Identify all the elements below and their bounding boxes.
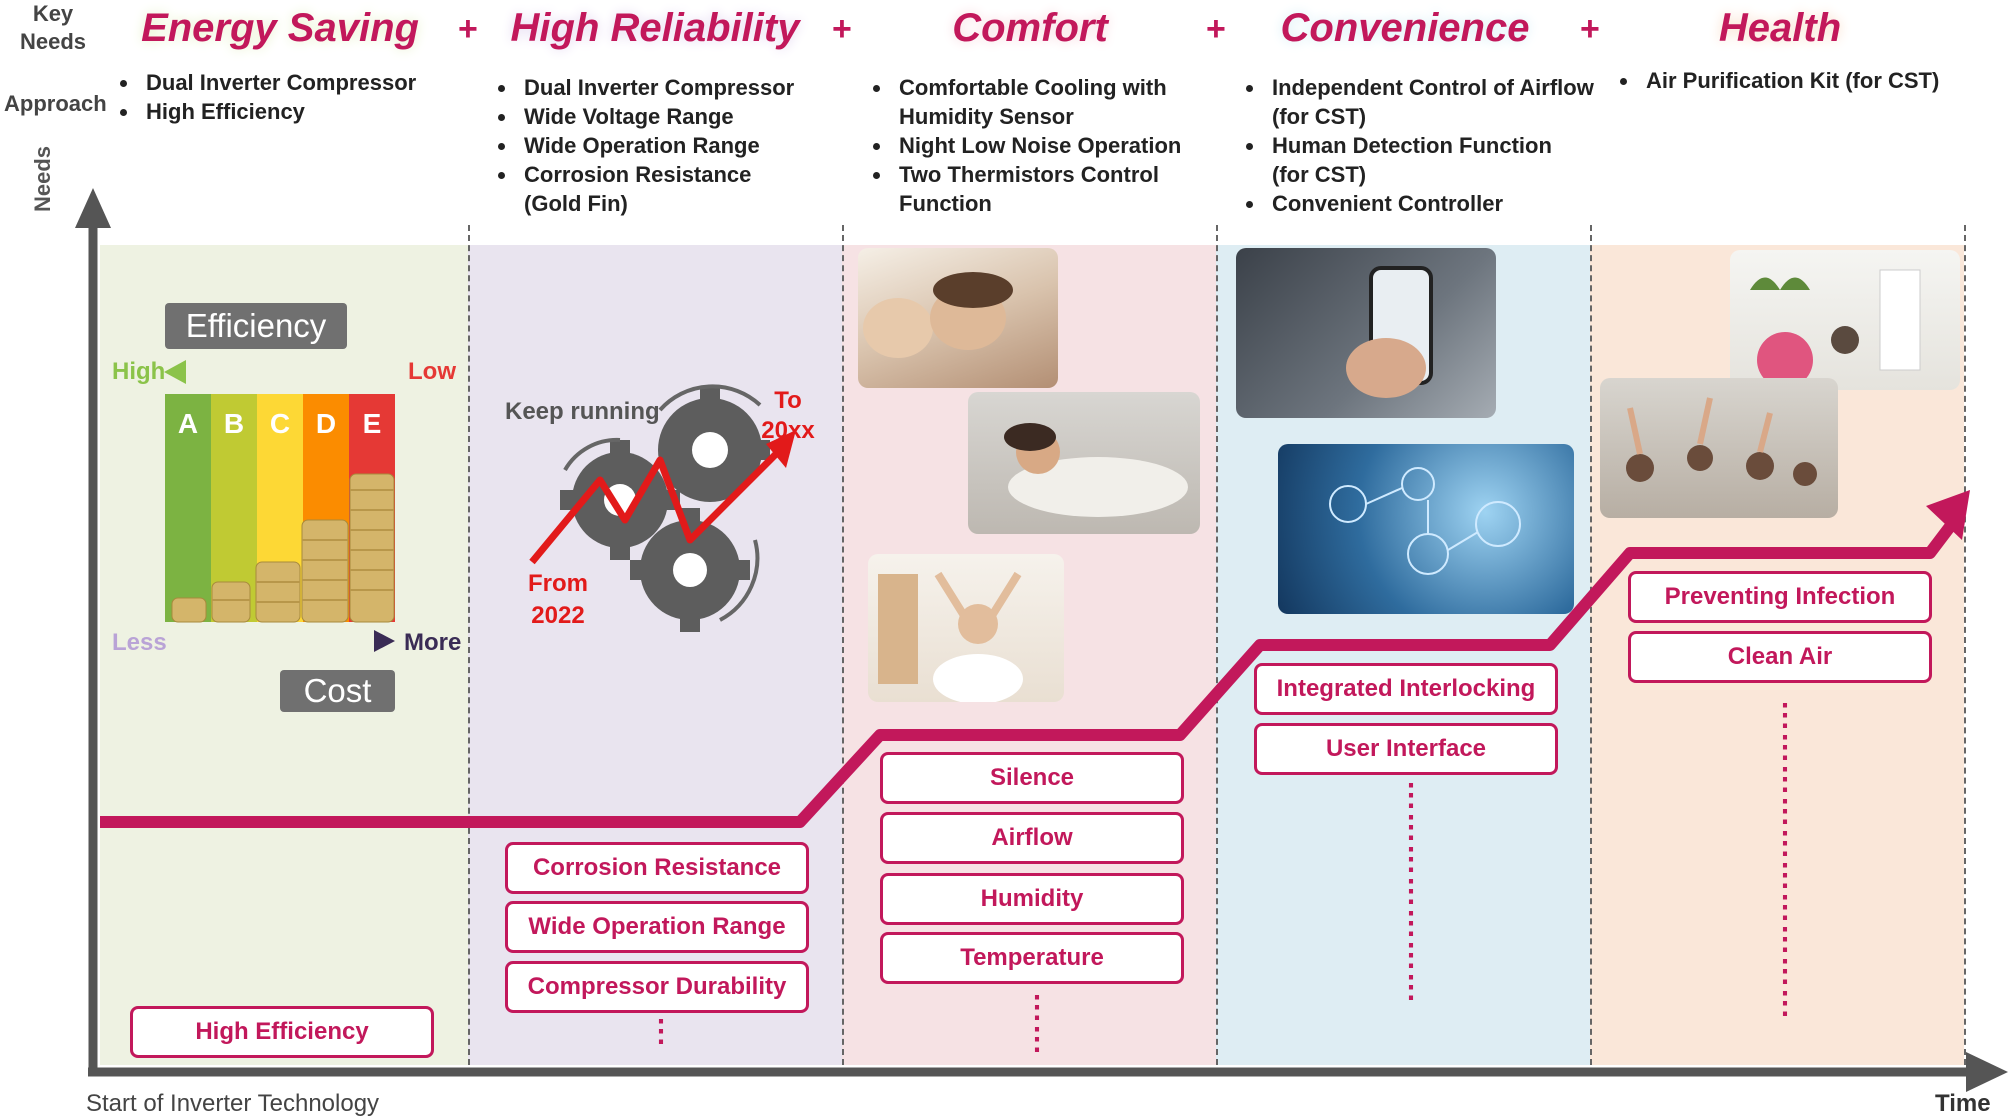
photo-smartphone-control: [1236, 248, 1496, 418]
cost-more: More: [404, 629, 462, 656]
need-item-temperature: Temperature: [880, 932, 1184, 984]
photo-woman-on-sofa: [968, 392, 1200, 534]
approach-item: Wide Operation Range: [518, 131, 858, 160]
need-item-user-interface: User Interface: [1254, 723, 1558, 775]
approach-item: Independent Control of Airflow (for CST): [1266, 73, 1616, 131]
plus-sign: +: [458, 10, 478, 48]
approach-item: Dual Inverter Compressor: [140, 68, 480, 97]
separator: [468, 225, 470, 1065]
separator: [1964, 225, 1966, 1065]
approach-item: Wide Voltage Range: [518, 102, 858, 131]
approach-item: High Efficiency: [140, 97, 480, 126]
rotation-arrows: [563, 384, 762, 622]
photo-smart-interface: [1278, 444, 1574, 614]
more-items-dots: ⋮⋮⋮⋮⋮⋮⋮⋮⋮⋮: [1770, 699, 1800, 1020]
cost-less: Less: [112, 629, 167, 656]
approach-item: Two Thermistors Control Function: [893, 160, 1233, 218]
grade-label-a: A: [177, 408, 199, 439]
need-title-comfort: Comfort: [952, 6, 1108, 50]
photo-classroom: [1600, 378, 1838, 518]
photo-relaxing-couple: [858, 248, 1058, 388]
need-title-energy-saving: Energy Saving: [141, 6, 419, 50]
more-items-dots: ⋮⋮⋮⋮⋮⋮⋮: [1396, 779, 1426, 1004]
need-item-wide-operation-range: Wide Operation Range: [505, 901, 809, 953]
grade-label-e: E: [362, 408, 382, 439]
coin-lines: [212, 489, 394, 603]
approach-label: Approach: [4, 91, 107, 116]
efficiency-low: Low: [408, 358, 456, 385]
more-items-dots: ⋮⋮: [1022, 991, 1052, 1056]
approach-list-energy-saving: Dual Inverter Compressor High Efficiency: [112, 68, 480, 126]
need-item-airflow: Airflow: [880, 812, 1184, 864]
approach-list-convenience: Independent Control of Airflow (for CST)…: [1238, 73, 1616, 218]
grade-label-b: B: [223, 408, 245, 439]
need-item-compressor-durability: Compressor Durability: [505, 961, 809, 1013]
y-axis-arrowhead: [75, 188, 111, 228]
approach-list-health: Air Purification Kit (for CST): [1612, 66, 1990, 95]
need-item-corrosion-resistance: Corrosion Resistance: [505, 842, 809, 894]
separator: [1590, 225, 1592, 1065]
approach-item: Human Detection Function (for CST): [1266, 131, 1616, 189]
time-axis-label: Time: [1935, 1090, 1991, 1117]
more-items-dots: ⋮: [646, 1015, 676, 1048]
key-needs-label: Key Needs: [19, 1, 87, 54]
gear-holes: [604, 432, 728, 587]
x-axis-arrowhead: [1966, 1052, 2008, 1092]
band-energy-saving: [100, 245, 468, 1065]
approach-list-comfort: Comfortable Cooling with Humidity Sensor…: [865, 73, 1233, 218]
needs-trend-line: [100, 516, 1960, 828]
efficiency-high: High: [112, 358, 166, 385]
growth-arrow: [529, 447, 783, 565]
need-item-silence: Silence: [880, 752, 1184, 804]
need-item-humidity: Humidity: [880, 873, 1184, 925]
approach-item: Comfortable Cooling with Humidity Sensor: [893, 73, 1233, 131]
approach-list-high-reliability: Dual Inverter Compressor Wide Voltage Ra…: [490, 73, 858, 218]
need-item-integrated-interlocking: Integrated Interlocking: [1254, 663, 1558, 715]
approach-item: Convenient Controller: [1266, 189, 1616, 218]
approach-item: Night Low Noise Operation: [893, 131, 1233, 160]
need-item-high-efficiency: High Efficiency: [130, 1006, 434, 1058]
from-year-label: From 2022: [528, 570, 588, 629]
to-year-label: To 20xx: [761, 387, 815, 444]
growth-arrowhead: [766, 430, 796, 468]
cost-arrowhead: [374, 630, 395, 652]
efficiency-title: Efficiency: [165, 303, 347, 349]
need-item-clean-air: Clean Air: [1628, 631, 1932, 683]
start-label: Start of Inverter Technology: [86, 1090, 380, 1117]
trend-arrowhead: [1926, 490, 1970, 540]
efficiency-arrowhead: [164, 360, 186, 384]
approach-item: Corrosion Resistance (Gold Fin): [518, 160, 858, 218]
plus-sign: +: [1206, 10, 1226, 48]
need-item-preventing-infection: Preventing Infection: [1628, 571, 1932, 623]
separator: [842, 225, 844, 1065]
separator: [1216, 225, 1218, 1065]
grade-label-c: C: [269, 408, 291, 439]
photo-woman-stretching: [868, 554, 1064, 702]
grade-bar-a: [165, 394, 211, 622]
plus-sign: +: [832, 10, 852, 48]
approach-item: Dual Inverter Compressor: [518, 73, 858, 102]
keep-running-label: Keep running: [505, 398, 660, 425]
approach-item: Air Purification Kit (for CST): [1640, 66, 1990, 95]
need-title-high-reliability: High Reliability: [510, 6, 800, 50]
cost-title: Cost: [280, 670, 395, 712]
photo-yoga-room: [1730, 250, 1960, 390]
need-title-health: Health: [1718, 6, 1842, 50]
plus-sign: +: [1580, 10, 1600, 48]
grade-label-d: D: [315, 408, 337, 439]
need-title-convenience: Convenience: [1280, 6, 1530, 50]
needs-axis-label: Needs: [30, 145, 55, 212]
